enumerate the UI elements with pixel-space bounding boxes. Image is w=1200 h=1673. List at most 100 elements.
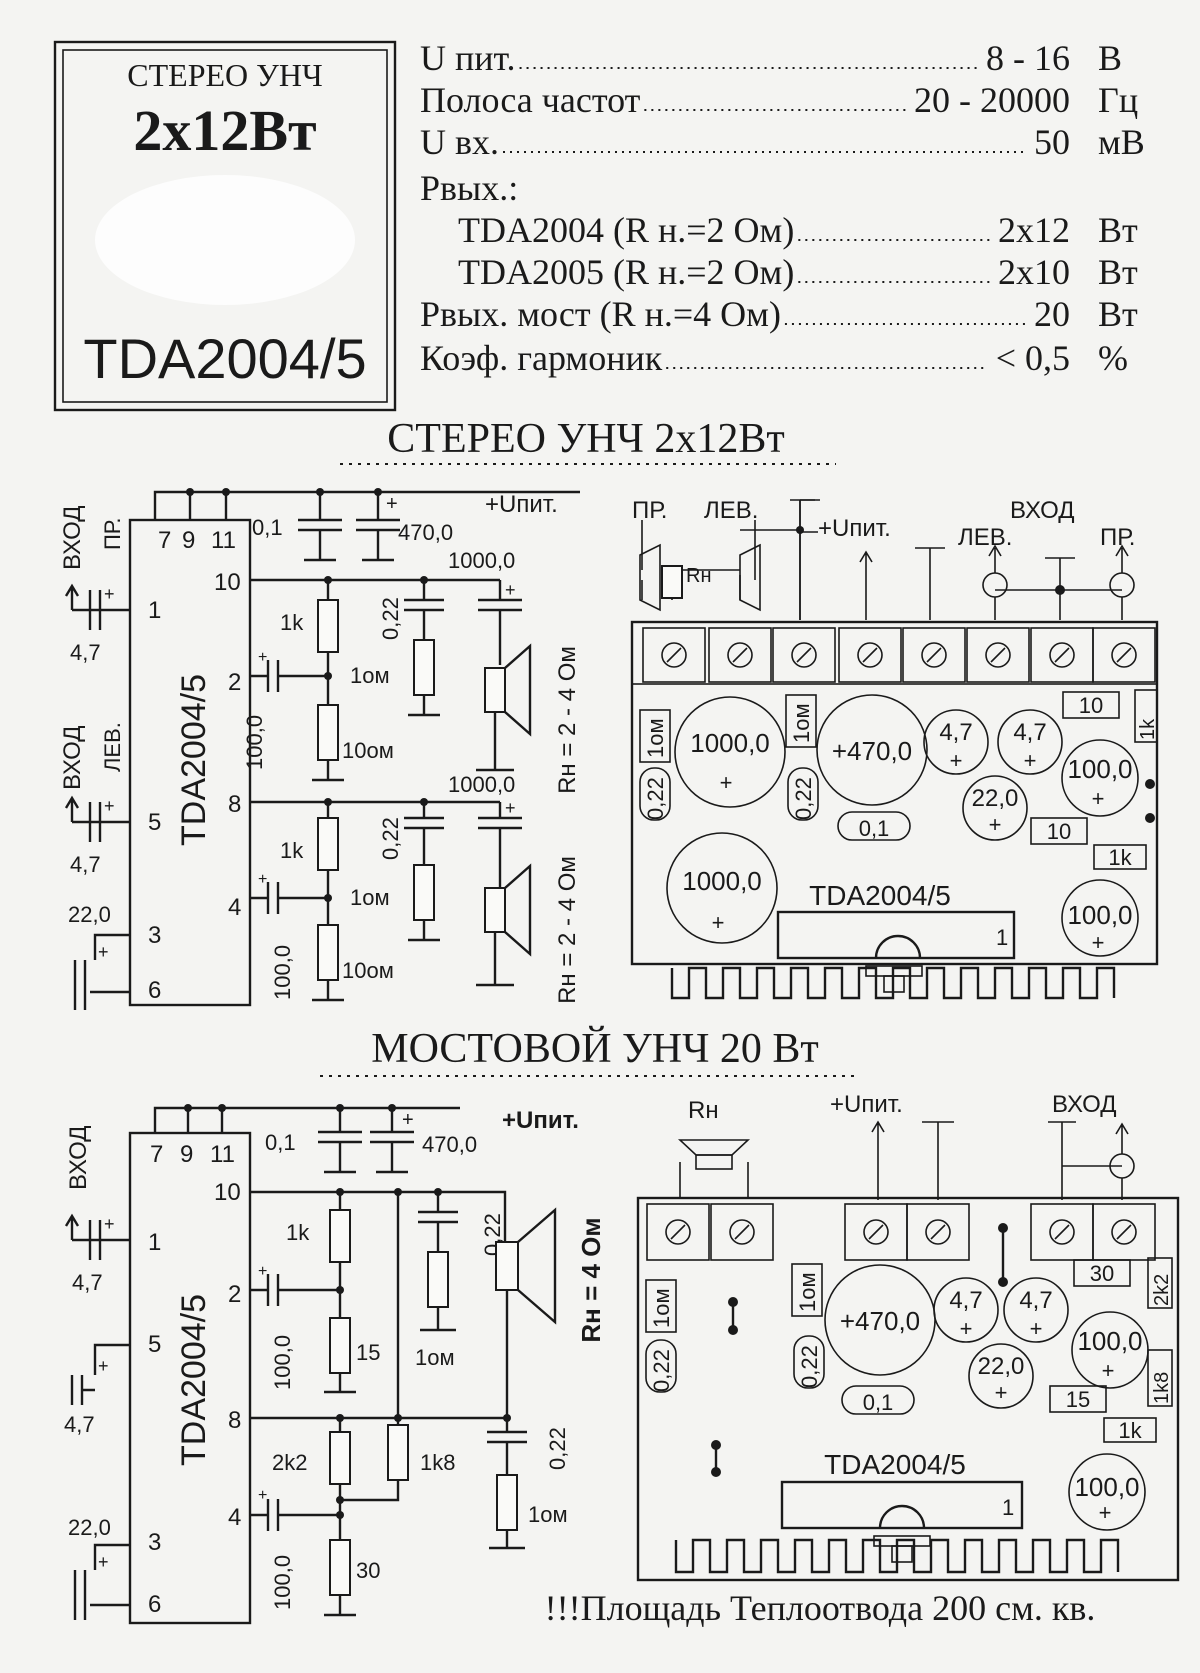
- r10om-top-label: 10ом: [342, 738, 394, 763]
- board-c022-b: 0,22: [791, 777, 816, 820]
- screw-icon: [863, 1219, 889, 1245]
- c100-top-label: 100,0: [242, 715, 267, 770]
- stereo-terminal-block: [642, 627, 1156, 683]
- svg-text:100,0: 100,0: [270, 1555, 295, 1610]
- c022-top-label: 0,22: [378, 597, 403, 640]
- board-input-label: ВХОД: [1010, 497, 1075, 524]
- screw-icon: [1049, 1219, 1075, 1245]
- screw-terminal: [966, 627, 1030, 683]
- svg-text:+: +: [1099, 1500, 1112, 1525]
- bridge-board-supply: +Uпит.: [830, 1091, 903, 1118]
- svg-text:1ом: 1ом: [415, 1345, 455, 1370]
- svg-text:30: 30: [1090, 1261, 1114, 1286]
- screw-terminal: [772, 627, 836, 683]
- svg-text:+: +: [98, 942, 109, 962]
- screw-icon: [791, 642, 817, 668]
- svg-text:1k: 1k: [1118, 1418, 1142, 1443]
- spec-value: 8 - 16: [986, 38, 1070, 78]
- spec-unit: Вт: [1098, 210, 1138, 250]
- screw-icon: [857, 642, 883, 668]
- pin-9: 9: [182, 527, 195, 554]
- svg-text:22,0: 22,0: [978, 1353, 1025, 1380]
- svg-text:2: 2: [228, 1281, 241, 1308]
- svg-text:11: 11: [210, 1141, 235, 1168]
- spec-unit: Гц: [1098, 80, 1138, 120]
- svg-text:2k2: 2k2: [1151, 1274, 1173, 1306]
- board-c22: 22,0: [972, 785, 1019, 812]
- bridge-schematic: TDA2004/5 7 9 11 10 1 2 5 8 4 3 6 +Uпит.…: [64, 1104, 606, 1625]
- pin-2: 2: [228, 669, 241, 696]
- svg-text:+: +: [1092, 930, 1105, 955]
- svg-text:2k2: 2k2: [272, 1450, 307, 1475]
- bridge-chip-body: [128, 1131, 252, 1625]
- bridge-load-label: Rн = 4 Ом: [576, 1217, 606, 1342]
- svg-text:4,7: 4,7: [1019, 1287, 1052, 1314]
- board-chip-pin1: 1: [996, 925, 1008, 950]
- board-in-pr-label: ПР.: [1100, 524, 1135, 551]
- svg-text:1: 1: [1002, 1495, 1014, 1520]
- board-r10-b: 10: [1047, 819, 1071, 844]
- bridge-board-input: ВХОД: [1052, 1091, 1117, 1118]
- badge-line2: 2x12Вт: [133, 98, 316, 163]
- stereo-schematic: TDA2004/5 7 9 11 10 1 2 5 8 4 3 6 +Uпит.…: [59, 488, 581, 1010]
- c470-label: 470,0: [398, 520, 453, 545]
- cin-right-label: 4,7: [70, 640, 101, 665]
- svg-text:+: +: [1030, 1316, 1043, 1341]
- board-in-lev-label: ЛЕВ.: [958, 524, 1012, 551]
- spec-unit: Вт: [1098, 294, 1138, 334]
- r1k-bot-label: 1k: [280, 838, 304, 863]
- bridge-heatsink: [674, 1538, 1120, 1574]
- board-r1k-b: 1k: [1108, 845, 1132, 870]
- svg-text:0,1: 0,1: [863, 1390, 894, 1415]
- spec-unit: Вт: [1098, 252, 1138, 292]
- svg-text:+: +: [1102, 1358, 1115, 1383]
- svg-text:470,0: 470,0: [422, 1132, 477, 1157]
- svg-text:+: +: [98, 1356, 109, 1376]
- spec-value: 2x12: [998, 210, 1070, 250]
- svg-text:7: 7: [150, 1141, 163, 1168]
- input-right-sub: ПР.: [100, 518, 125, 550]
- c01-label: 0,1: [252, 515, 283, 540]
- screw-icon: [1111, 642, 1137, 668]
- screw-icon: [665, 1219, 691, 1245]
- c22-label: 22,0: [68, 902, 111, 927]
- screw-icon: [1111, 1219, 1137, 1245]
- svg-text:4,7: 4,7: [949, 1287, 982, 1314]
- pin-6: 6: [148, 977, 161, 1004]
- svg-text:+: +: [989, 812, 1002, 837]
- pin-8: 8: [228, 791, 241, 818]
- screw-terminal: [838, 627, 902, 683]
- pin-1: 1: [148, 597, 161, 624]
- bridge-board-c470: +470,0: [840, 1306, 920, 1336]
- svg-text:1k8: 1k8: [1151, 1372, 1173, 1404]
- screw-terminal: [906, 1203, 970, 1261]
- svg-text:1ом: 1ом: [528, 1502, 568, 1527]
- badge-blank-area: [95, 175, 355, 305]
- stereo-heatsink: [670, 966, 1116, 1000]
- svg-text:0,22: 0,22: [545, 1427, 570, 1470]
- input-right-label: ВХОД: [59, 505, 86, 570]
- pin-7: 7: [158, 527, 171, 554]
- c1000-bot-label: 1000,0: [448, 772, 515, 797]
- screw-icon: [921, 642, 947, 668]
- svg-text:0,22: 0,22: [649, 1349, 674, 1392]
- board-c470: +470,0: [832, 736, 912, 766]
- svg-text:4,7: 4,7: [64, 1412, 95, 1437]
- bridge-input-label: ВХОД: [65, 1125, 92, 1190]
- svg-text:+: +: [1024, 748, 1037, 773]
- spec-value: 50: [1034, 122, 1070, 162]
- board-c1000-b: 1000,0: [682, 866, 762, 896]
- svg-text:1: 1: [148, 1229, 161, 1256]
- spec-label: U пит.: [420, 38, 516, 78]
- spec-value: 2x10: [998, 252, 1070, 292]
- board-c1000-a: 1000,0: [690, 728, 770, 758]
- cin-left-label: 4,7: [70, 852, 101, 877]
- bridge-board-rh: Rн: [688, 1097, 719, 1124]
- screw-icon: [925, 1219, 951, 1245]
- bridge-terminal-block: [646, 1203, 1156, 1261]
- svg-text:100,0: 100,0: [1074, 1472, 1139, 1502]
- svg-text:15: 15: [1066, 1387, 1090, 1412]
- title-badge: СТЕРЕО УНЧ 2x12Вт TDA2004/5: [53, 40, 397, 412]
